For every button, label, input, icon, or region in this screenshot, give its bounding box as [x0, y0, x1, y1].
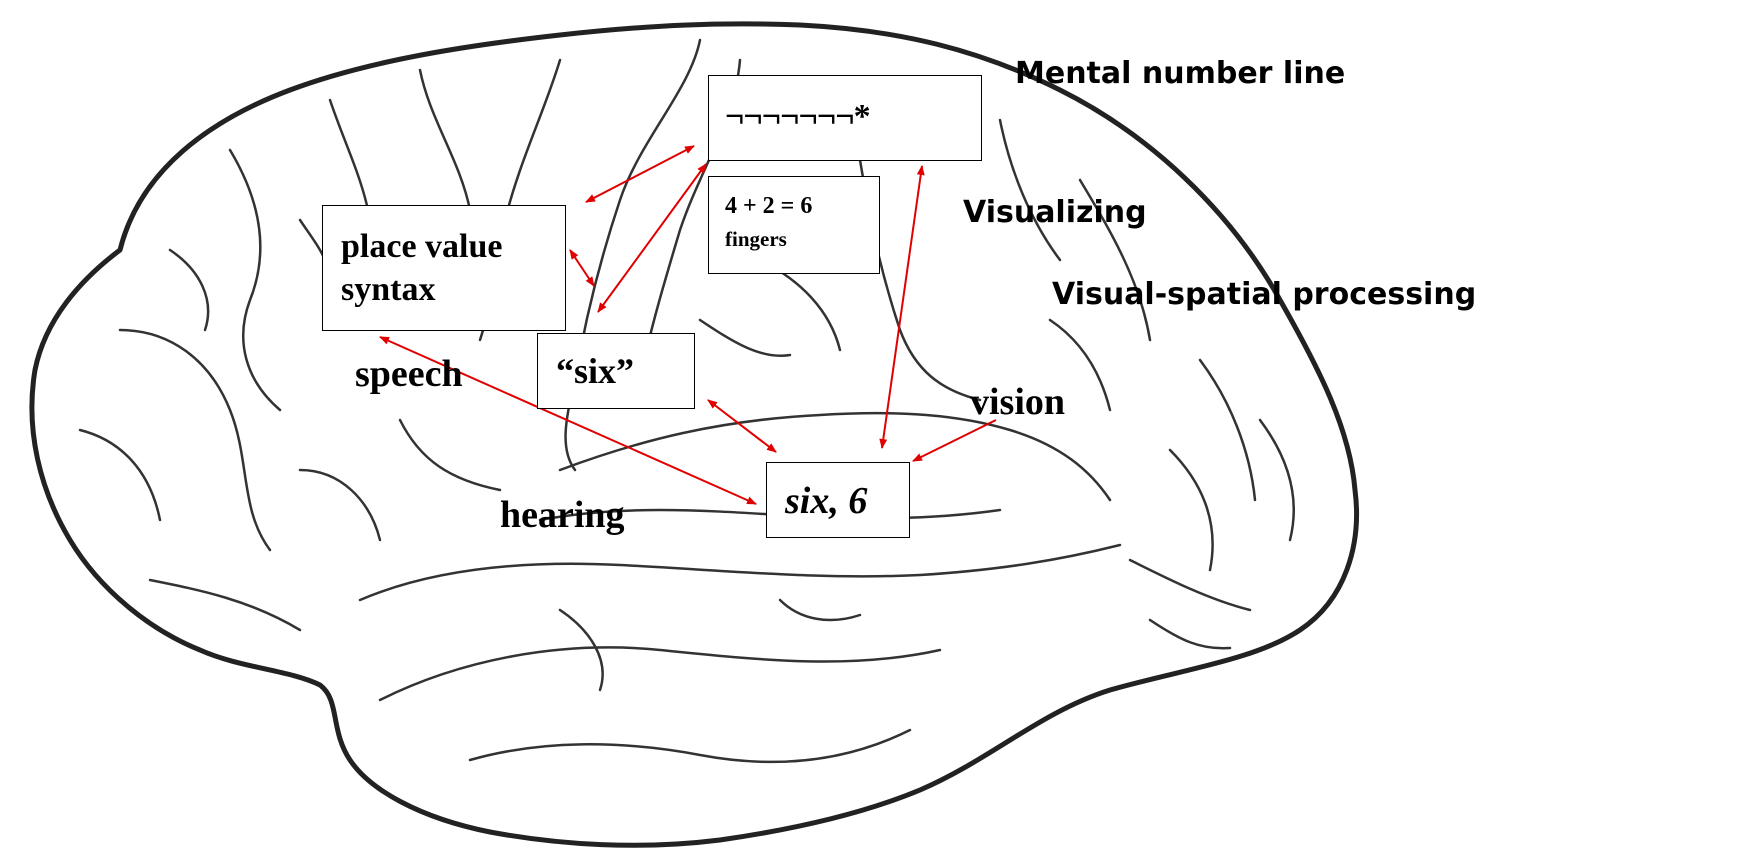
vision-label: vision — [970, 380, 1065, 424]
six-symbol-text: six, 6 — [785, 480, 867, 522]
number-line-text: ¬¬¬¬¬¬¬* — [725, 98, 870, 135]
place-value-text: place value — [341, 226, 565, 269]
six-word-text: “six” — [556, 351, 634, 391]
visualizing-label: Visualizing — [963, 195, 1147, 230]
hearing-label: hearing — [500, 493, 625, 537]
equation-text: 4 + 2 = 6 — [725, 189, 879, 224]
equation-box: 4 + 2 = 6 fingers — [708, 176, 880, 274]
visual-spatial-label: Visual-spatial processing — [1052, 277, 1476, 312]
number-line-box: ¬¬¬¬¬¬¬* — [708, 75, 982, 161]
mental-number-line-label: Mental number line — [1015, 56, 1345, 91]
arrow-numberline-six-symbol — [882, 166, 922, 448]
arrow-numberline-six-word — [598, 164, 706, 312]
syntax-text: syntax — [341, 269, 565, 312]
speech-label: speech — [355, 352, 463, 396]
six-word-box: “six” — [537, 333, 695, 409]
brain-outline — [32, 24, 1357, 845]
arrow-vision-six-symbol — [913, 420, 996, 461]
fingers-text: fingers — [725, 224, 879, 254]
six-symbol-box: six, 6 — [766, 462, 910, 538]
place-value-box: place value syntax — [322, 205, 566, 331]
arrow-placevalue-six-word — [570, 250, 594, 286]
